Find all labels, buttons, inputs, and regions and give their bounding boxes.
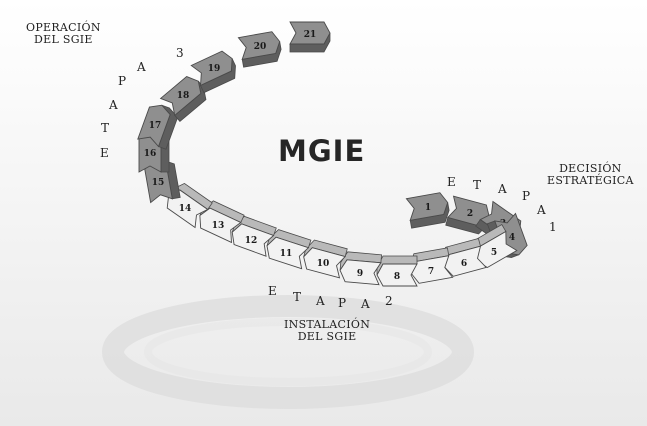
stage3-letter: P bbox=[118, 74, 127, 88]
installation-stage-label: INSTALACIÓN DEL SGIE bbox=[284, 319, 370, 343]
stage2-letter: 2 bbox=[385, 294, 393, 308]
decision-label-line-2: ESTRATÉGICA bbox=[547, 174, 634, 187]
step-number: 1 bbox=[425, 203, 431, 213]
step-number: 20 bbox=[254, 42, 267, 52]
step-block-8: 8 bbox=[376, 255, 418, 287]
step-number: 13 bbox=[212, 221, 225, 231]
operation-stage-label: OPERACIÓN DEL SGIE bbox=[26, 22, 101, 46]
step-block-13: 13 bbox=[199, 200, 245, 244]
operation-label-line-1: OPERACIÓN bbox=[26, 21, 101, 34]
step-block-21: 21 bbox=[289, 21, 331, 53]
stage3-letter: A bbox=[109, 98, 118, 112]
decision-label-line-1: DECISIÓN bbox=[559, 162, 622, 175]
diagram-title: MGIE bbox=[278, 134, 366, 168]
step-block-1: 1 bbox=[405, 192, 450, 229]
stage2-letter: A bbox=[361, 297, 370, 311]
step-block-10: 10 bbox=[303, 239, 348, 279]
installation-label-line-1: INSTALACIÓN bbox=[284, 318, 371, 331]
step-number: 11 bbox=[280, 249, 293, 259]
step-block-17: 17 bbox=[137, 104, 179, 150]
step-number: 8 bbox=[394, 272, 400, 282]
step-number: 18 bbox=[177, 91, 190, 101]
stage1-letter: E bbox=[447, 175, 456, 189]
floor-shadow-ring bbox=[102, 295, 474, 409]
step-number: 21 bbox=[304, 30, 317, 40]
stage2-letter: A bbox=[316, 294, 325, 308]
step-number: 5 bbox=[491, 248, 497, 258]
step-block-11: 11 bbox=[266, 229, 312, 270]
stage1-letter: A bbox=[498, 182, 507, 196]
step-number: 16 bbox=[144, 149, 157, 159]
decision-stage-label: DECISIÓN ESTRATÉGICA bbox=[547, 163, 634, 187]
step-number: 9 bbox=[357, 269, 363, 279]
step-number: 19 bbox=[208, 64, 221, 74]
stage3-letter: E bbox=[100, 146, 109, 160]
step-block-12: 12 bbox=[231, 215, 277, 257]
installation-label-line-2: DEL SGIE bbox=[297, 330, 357, 343]
stage3-letter: A bbox=[137, 60, 146, 74]
stage2-letter: T bbox=[293, 290, 302, 304]
step-number: 4 bbox=[509, 233, 515, 243]
stage1-letter: P bbox=[522, 189, 531, 203]
stage2-letter: E bbox=[268, 284, 277, 298]
step-number: 15 bbox=[152, 178, 165, 188]
step-number: 6 bbox=[461, 259, 467, 269]
stage2-letter: P bbox=[338, 296, 347, 310]
stage1-letter: T bbox=[473, 178, 482, 192]
step-number: 2 bbox=[467, 209, 473, 219]
step-number: 12 bbox=[245, 236, 258, 246]
stage1-letter: A bbox=[537, 203, 546, 217]
step-number: 14 bbox=[179, 204, 192, 214]
stage3-letter: T bbox=[101, 121, 110, 135]
step-block-9: 9 bbox=[339, 251, 383, 286]
operation-label-line-2: DEL SGIE bbox=[34, 33, 93, 46]
step-number: 10 bbox=[317, 259, 330, 269]
step-number: 17 bbox=[149, 121, 162, 131]
step-number: 7 bbox=[428, 267, 434, 277]
stage1-letter: 1 bbox=[549, 220, 557, 234]
step-block-19: 19 bbox=[190, 50, 236, 94]
stage3-letter: 3 bbox=[176, 46, 184, 60]
step-block-20: 20 bbox=[237, 31, 282, 68]
